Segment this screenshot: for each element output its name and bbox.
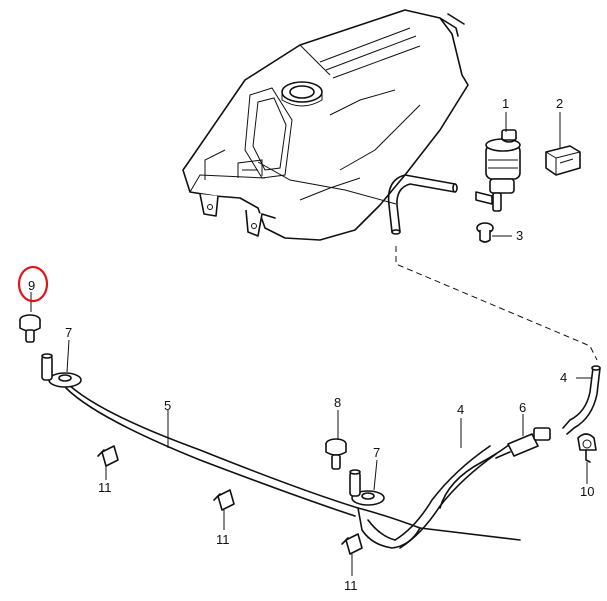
callout-1: 1: [502, 96, 509, 111]
washer-nozzle-right: [349, 469, 385, 506]
hose-clip-11-a: [97, 445, 119, 467]
callout-5: 5: [164, 398, 171, 413]
callout-7-left: 7: [65, 325, 72, 340]
washer-nozzle-left: [41, 353, 82, 388]
callout-10: 10: [580, 484, 594, 499]
callout-11-b: 11: [216, 532, 230, 547]
highlight-circle: [17, 265, 49, 303]
callout-6: 6: [519, 400, 526, 415]
washer-pump: [475, 129, 521, 212]
callout-4-lower: 4: [457, 402, 464, 417]
check-valve: [495, 427, 551, 459]
pump-seal: [476, 222, 494, 243]
hose-clip-11-b: [213, 489, 235, 511]
callout-2: 2: [556, 96, 563, 111]
hose-clip-11-c: [341, 533, 363, 555]
callout-11-a: 11: [98, 480, 112, 495]
washer-jet: [325, 438, 347, 470]
callout-11-c: 11: [344, 578, 358, 593]
callout-8: 8: [334, 395, 341, 410]
hose-clip-10: [577, 433, 597, 463]
callout-3: 3: [516, 228, 523, 243]
callout-4-upper: 4: [560, 370, 567, 385]
rubber-grommet: [545, 145, 581, 176]
washer-reservoir: [182, 9, 469, 241]
washer-jet-highlighted: [19, 314, 41, 343]
callout-7-right: 7: [373, 445, 380, 460]
callout-9: 9: [28, 278, 35, 293]
